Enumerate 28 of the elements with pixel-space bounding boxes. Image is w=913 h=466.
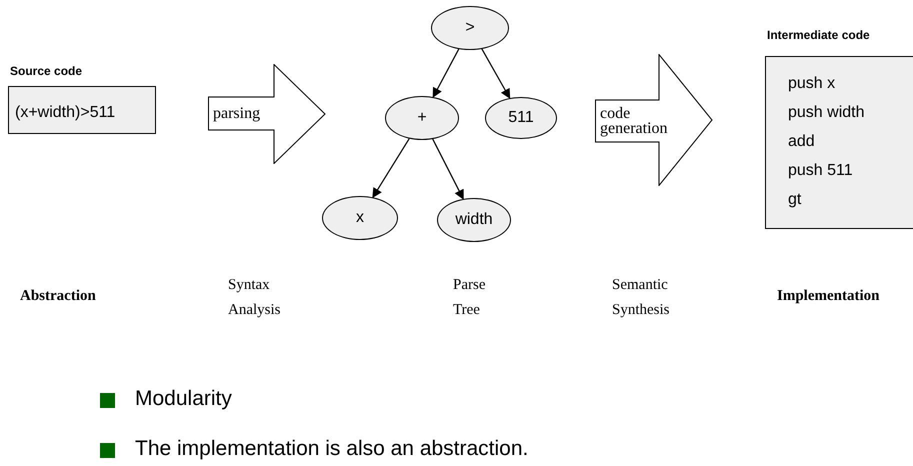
node-text: x [356,209,364,227]
arrow-label: parsing [213,106,262,120]
stage-label: Implementation [777,287,880,306]
code-line: push 511 [788,161,853,181]
stage-label: Semantic Synthesis [612,276,671,320]
tree-edge-arrow [432,138,464,200]
stage-label: Abstraction [20,287,97,306]
tree-edge-arrow [481,48,510,99]
box-heading: Source code [10,64,82,78]
code-line: push x [788,74,836,94]
code-line: gt [788,190,802,210]
tree-edge-arrow [432,48,460,98]
code-line: push width [788,103,864,123]
node-text: > [465,19,475,37]
bullet-text: Modularity [135,387,232,411]
stage-label: Parse Tree [453,276,486,320]
node-text: width [455,211,493,229]
box-heading: Intermediate code [767,28,870,42]
block-arrow [595,54,713,186]
stage-label: Syntax Analysis [228,276,282,320]
arrow-label: code generation [600,106,669,136]
node-text: + [417,109,427,127]
tree-edge-arrow [372,138,410,198]
bullet-text: The implementation is also an abstraction. [135,437,528,461]
node-text: 511 [508,109,534,127]
code-line: add [788,132,815,152]
code-line: (x+width)>511 [15,103,116,123]
block-arrow [208,64,326,164]
